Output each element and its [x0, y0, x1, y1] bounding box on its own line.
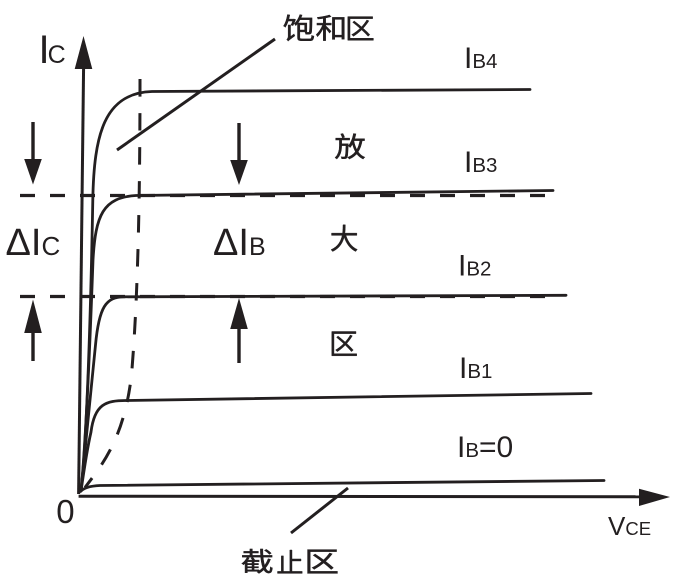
- svg-text:ΔIC: ΔIC: [6, 222, 61, 264]
- svg-text:ΔIB: ΔIB: [213, 222, 266, 264]
- svg-text:IB3: IB3: [464, 146, 497, 179]
- svg-text:IB2: IB2: [458, 250, 491, 283]
- svg-text:VCE: VCE: [608, 511, 651, 541]
- svg-text:0: 0: [56, 493, 74, 530]
- svg-text:IB4: IB4: [464, 42, 497, 75]
- svg-text:IB1: IB1: [459, 352, 492, 385]
- svg-text:IC: IC: [39, 28, 66, 72]
- svg-text:IB=0: IB=0: [457, 431, 513, 464]
